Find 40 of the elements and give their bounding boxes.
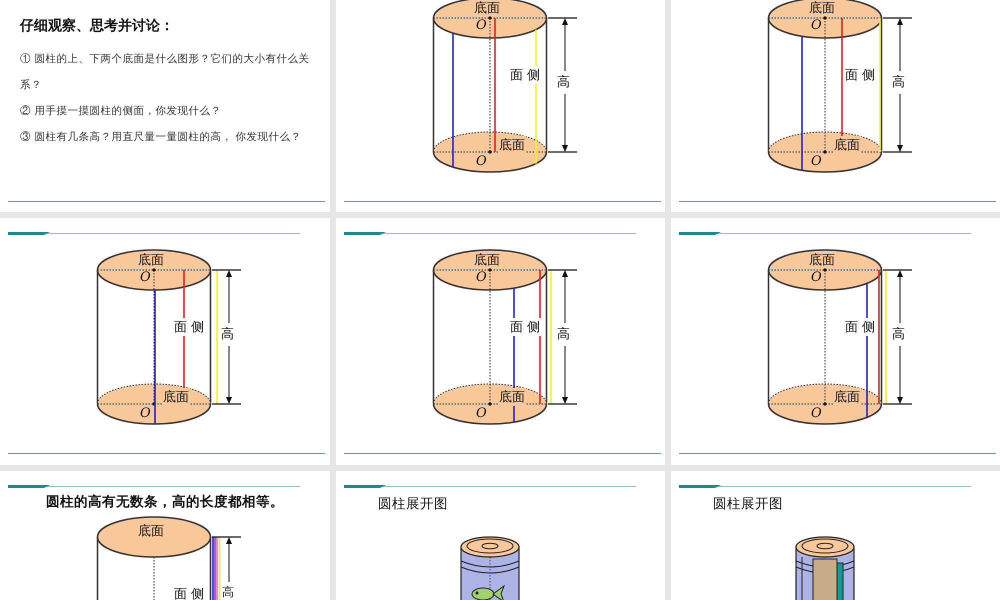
question-text: ① 圆柱的上、下两个底面是什么图形？它们的大小有什么关系？	[20, 52, 310, 93]
center-label: O	[476, 154, 487, 169]
height-label: 高	[222, 584, 234, 600]
side-label: 面 侧	[173, 585, 206, 600]
base-label: 底面	[474, 252, 500, 269]
center-label: O	[140, 406, 151, 421]
center-label: O	[476, 18, 487, 33]
side-label: 面 侧	[509, 66, 542, 84]
center-label: O	[140, 270, 151, 285]
center-label: O	[476, 270, 487, 285]
side-label: 面 侧	[844, 318, 876, 336]
center-label: O	[811, 270, 822, 285]
height-label: 高	[892, 326, 905, 343]
slide-title: 圆柱的高有无数条，高的长度都相等。	[46, 493, 284, 511]
center-label: O	[811, 406, 822, 421]
side-label: 面 侧	[173, 318, 206, 336]
question-text: ③ 圆柱有几条高？用直尺量一量圆柱的高， 你发现什么？	[20, 130, 303, 145]
base-label: 底面	[809, 0, 835, 17]
height-label: 高	[892, 74, 905, 91]
base-label: 底面	[833, 388, 861, 406]
center-label: O	[476, 406, 487, 421]
slide-title: 仔细观察、思考并讨论：	[20, 17, 174, 35]
base-label: 底面	[498, 388, 526, 406]
base-label: 底面	[498, 136, 526, 154]
height-label: 高	[557, 326, 570, 343]
side-label: 面 侧	[844, 66, 876, 84]
side-label: 面 侧	[509, 318, 542, 336]
base-label: 底面	[833, 136, 861, 154]
base-label: 底面	[474, 0, 500, 17]
height-label: 高	[221, 326, 234, 343]
question-text: ② 用手摸一摸圆柱的侧面，你发现什么？	[20, 104, 222, 119]
center-label: O	[811, 154, 822, 169]
height-label: 高	[557, 74, 570, 91]
slide-title: 圆柱展开图	[378, 495, 448, 513]
base-label: 底面	[162, 388, 190, 406]
slide-title: 圆柱展开图	[713, 495, 783, 513]
center-label: O	[811, 18, 822, 33]
base-label: 底面	[138, 523, 164, 540]
base-label: 底面	[809, 252, 835, 269]
base-label: 底面	[138, 252, 164, 269]
